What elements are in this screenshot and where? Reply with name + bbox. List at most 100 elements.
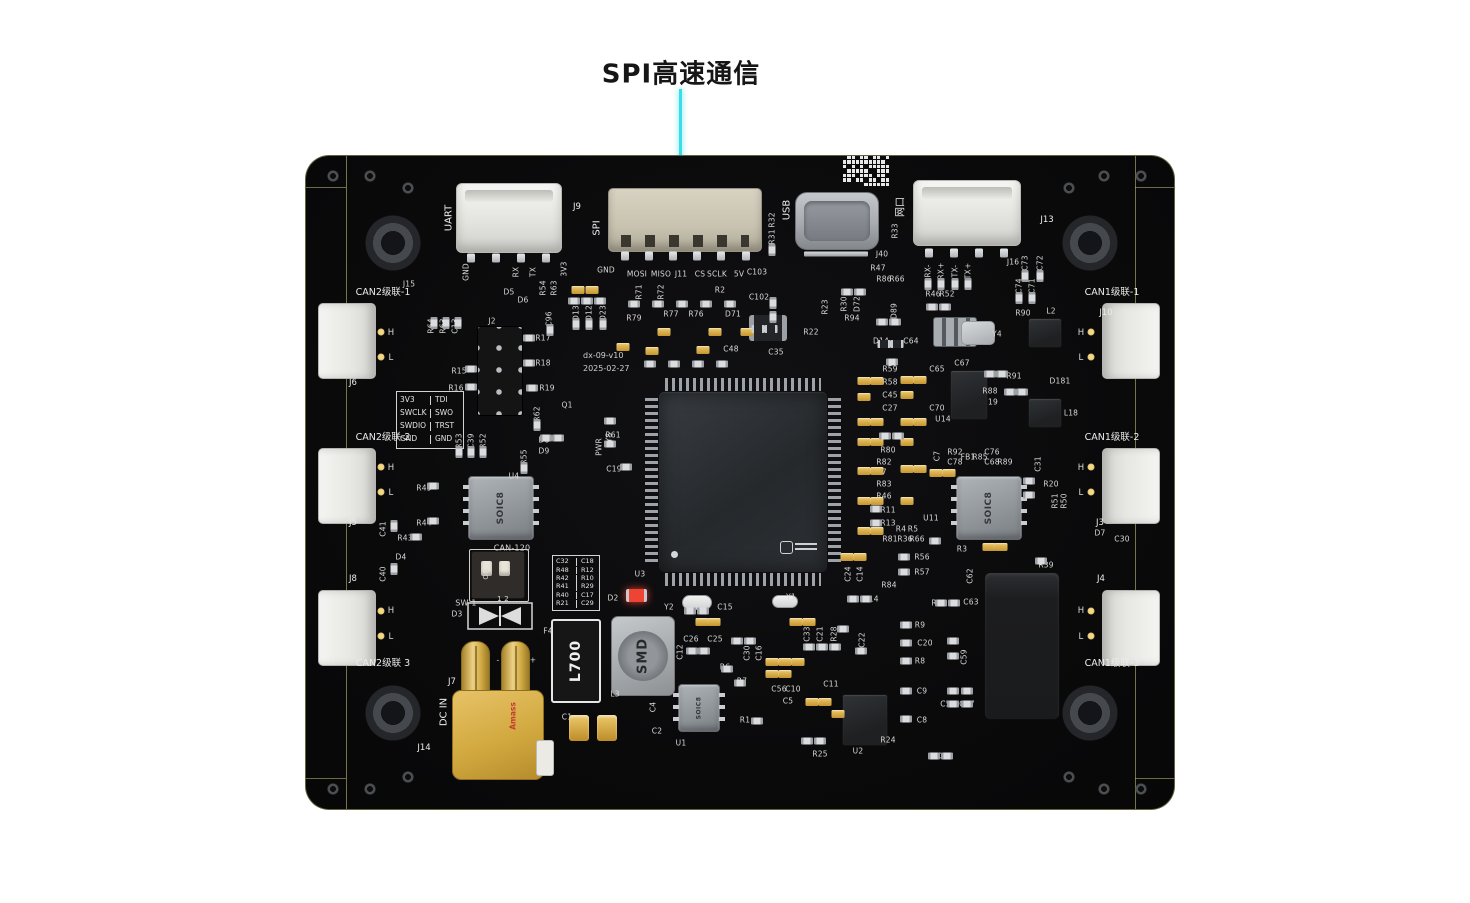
silkscreen-label: Q1 — [561, 400, 573, 410]
smd-component — [900, 639, 912, 647]
can2-designator-2: J5 — [349, 518, 357, 528]
dip-switch-outline — [469, 549, 529, 602]
silkscreen-label: C65 — [929, 364, 945, 374]
can1-label-1: CAN1级联-1 — [1084, 287, 1140, 298]
dip-slider — [499, 561, 510, 576]
smd-component — [947, 687, 959, 695]
crystal-y1 — [772, 595, 798, 608]
datamatrix-cell — [881, 182, 885, 186]
smd-component — [841, 288, 853, 296]
can2-designator-1: J6 — [349, 378, 357, 388]
datamatrix-cell — [864, 169, 868, 173]
silkscreen-label: R81 — [882, 534, 898, 544]
datamatrix-cell — [860, 160, 864, 164]
silkscreen-label: C72 — [1035, 255, 1045, 271]
datamatrix-cell — [843, 183, 846, 186]
smd-component — [857, 438, 871, 446]
silkscreen-label: R13 — [880, 518, 896, 528]
smd-component — [768, 244, 776, 256]
silkscreen-label: R50 — [1059, 493, 1069, 509]
table-cell: R40 — [556, 590, 569, 599]
inductor-l700: L700 — [551, 619, 601, 703]
silkscreen-label: L — [1078, 353, 1084, 363]
smd-component — [734, 679, 746, 687]
hscore-segment — [1135, 778, 1174, 779]
silkscreen-label: C8 — [916, 715, 928, 725]
silkscreen-label: J16 — [1006, 257, 1020, 267]
smd-component — [616, 343, 630, 351]
can1-connector-2 — [1102, 448, 1160, 524]
dc-designator-j14: J14 — [417, 743, 431, 753]
mounting-hole — [1062, 685, 1118, 741]
smd-component — [540, 434, 552, 442]
smd-component — [975, 248, 983, 258]
datamatrix-cell — [864, 178, 867, 181]
datamatrix-cell — [855, 169, 860, 173]
datamatrix-cell — [847, 165, 850, 168]
datamatrix-cell — [885, 182, 889, 186]
silkscreen-label: R1 — [739, 715, 751, 725]
soic8-ic-u1: SOIC8 — [673, 684, 725, 732]
silkscreen-label: R85 — [972, 452, 988, 462]
silkscreen-label: L3 — [610, 689, 620, 699]
datamatrix-cell — [851, 169, 855, 173]
silkscreen-label: R71 — [634, 284, 644, 300]
smd-component — [599, 318, 607, 330]
silkscreen-label: C103 — [746, 267, 768, 277]
datamatrix-cell — [860, 183, 863, 186]
silkscreen-label: C40 — [378, 566, 388, 582]
silkscreen-label: C30 — [742, 645, 752, 661]
can2-connector-2 — [318, 448, 376, 524]
smd-component — [947, 700, 959, 708]
table-cell: TDI — [430, 396, 460, 405]
silkscreen-label: R59 — [882, 364, 898, 374]
datamatrix-cell — [851, 164, 855, 169]
smd-component — [492, 253, 500, 263]
smd-component — [925, 248, 933, 258]
silkscreen-label: R19 — [539, 383, 555, 393]
smd-component — [1087, 607, 1095, 615]
smd-component — [818, 698, 832, 706]
can1-designator-2: J3 — [1096, 518, 1104, 528]
smd-component — [913, 376, 927, 384]
silkscreen-label: R44 — [416, 518, 432, 528]
silkscreen-label: C20 — [917, 638, 933, 648]
silkscreen-label: U4 — [508, 471, 520, 481]
smd-component — [700, 300, 712, 308]
smd-component — [571, 286, 585, 294]
smd-component — [410, 533, 422, 541]
smd-component — [898, 553, 910, 561]
silkscreen-label: R3 — [956, 544, 968, 554]
smd-component — [1023, 477, 1035, 485]
smd-component — [1087, 488, 1095, 496]
dc-in-label: DC IN — [438, 697, 450, 727]
datamatrix-cell — [851, 173, 855, 178]
datamatrix-cell — [877, 182, 881, 186]
silkscreen-label: L — [1078, 632, 1084, 642]
silkscreen-label: R72 — [656, 284, 666, 300]
silkscreen-label: D7 — [1094, 528, 1106, 538]
table-cell: TRST — [430, 422, 460, 431]
smd-component — [604, 440, 616, 448]
smd-component — [924, 278, 932, 290]
dc-connector-tab — [536, 740, 554, 776]
smd-component — [686, 647, 698, 655]
smd-component — [857, 377, 871, 385]
smd-component — [801, 737, 813, 745]
datamatrix-cell — [856, 174, 859, 177]
silkscreen-label: C21 — [815, 626, 825, 642]
datamatrix-cell — [868, 178, 872, 182]
datamatrix-cell — [881, 156, 884, 159]
silkscreen-label: R86 — [876, 274, 892, 284]
can2-designator-3: J8 — [349, 574, 357, 584]
smd-component — [853, 553, 867, 561]
smd-component — [676, 300, 688, 308]
callout-leader-line — [679, 89, 682, 186]
smd-component — [857, 497, 871, 505]
silkscreen-label: R56 — [914, 552, 930, 562]
mounting-hole — [365, 685, 421, 741]
datamatrix-cell — [843, 173, 847, 178]
smd-component — [831, 710, 845, 718]
smd-component — [870, 505, 882, 513]
